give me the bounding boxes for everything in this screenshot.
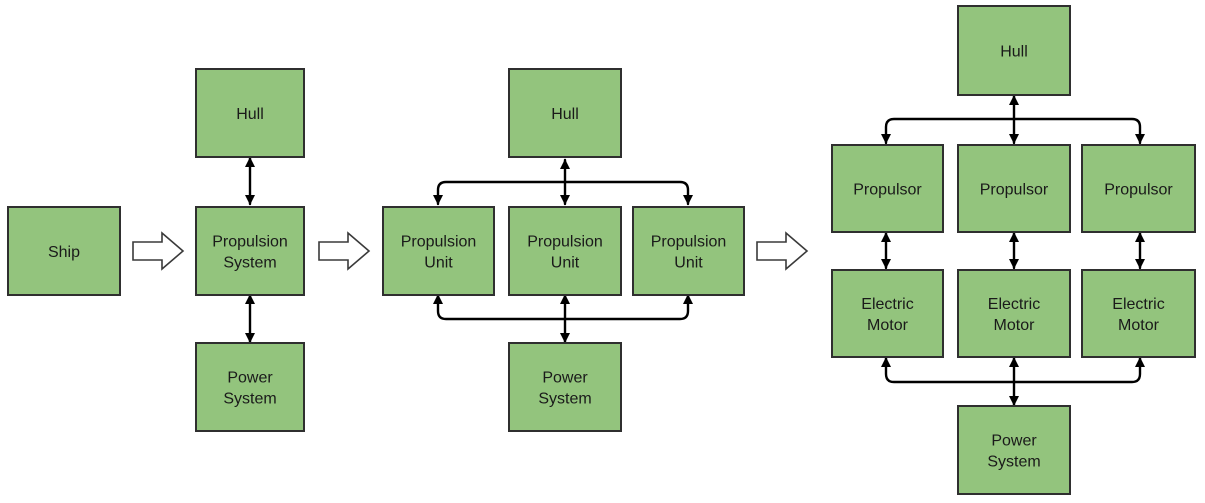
block-rect — [382, 206, 495, 296]
block-label-line: Unit — [674, 255, 703, 272]
block-rect — [632, 206, 745, 296]
block-label-line: Motor — [867, 317, 909, 334]
block-label-line: Propulsion — [401, 234, 477, 251]
block-label-line: Motor — [1118, 317, 1160, 334]
block-rect — [957, 405, 1071, 495]
stage-transition-arrow-1 — [132, 231, 185, 271]
block-label-line: Hull — [1000, 44, 1028, 61]
block-label-line: Unit — [551, 255, 580, 272]
block-label-line: System — [223, 255, 276, 272]
connectors — [244, 94, 1146, 407]
block-rect — [831, 144, 944, 233]
block-rect — [195, 342, 305, 432]
block-label-line: Propulsor — [1104, 182, 1173, 199]
stage-transition-arrow-2 — [318, 231, 371, 271]
block-s4-propulsor-2: Propulsor — [957, 144, 1071, 233]
block-s3-hull: Hull — [508, 68, 622, 158]
block-rect — [508, 206, 622, 296]
block-label-line: Propulsion — [651, 234, 727, 251]
block-label-line: Unit — [424, 255, 453, 272]
block-rect — [957, 5, 1071, 96]
block-s1-ship: Ship — [7, 206, 121, 296]
stage-transitions — [132, 231, 809, 271]
block-label-line: Electric — [988, 296, 1040, 313]
block-s2-hull: Hull — [195, 68, 305, 158]
block-rect — [7, 206, 121, 296]
block-rect — [831, 269, 944, 358]
block-label-line: Propulsor — [980, 182, 1049, 199]
block-label-line: System — [987, 454, 1040, 471]
block-label-line: Hull — [236, 106, 264, 123]
block-rect — [1081, 144, 1196, 233]
block-rect — [957, 269, 1071, 358]
stage-transition-arrow-3 — [756, 231, 809, 271]
block-label-line: Ship — [48, 244, 80, 261]
bus-s3-hull-units — [432, 180, 694, 206]
block-rect — [195, 68, 305, 158]
block-label-line: Hull — [551, 106, 579, 123]
block-s4-hull: Hull — [957, 5, 1071, 96]
block-rect — [508, 342, 622, 432]
block-label-line: Electric — [1112, 296, 1164, 313]
block-label-line: Power — [542, 370, 588, 387]
block-label-line: Power — [227, 370, 273, 387]
blocks: ShipHullPropulsionSystemPowerSystemHullP… — [7, 5, 1196, 495]
block-s4-propulsor-1: Propulsor — [831, 144, 944, 233]
block-rect — [1081, 269, 1196, 358]
block-label-line: Motor — [994, 317, 1036, 334]
block-label-line: System — [538, 391, 591, 408]
block-rect — [957, 144, 1071, 233]
block-s4-propulsor-3: Propulsor — [1081, 144, 1196, 233]
block-label-line: Propulsion — [527, 234, 603, 251]
block-label-line: Propulsor — [853, 182, 922, 199]
block-label-line: Electric — [861, 296, 913, 313]
block-label-line: Propulsion — [212, 234, 288, 251]
block-rect — [508, 68, 622, 158]
block-rect — [195, 206, 305, 296]
bus-s3-power-units — [432, 293, 694, 321]
block-label-line: Power — [991, 433, 1037, 450]
block-label-line: System — [223, 391, 276, 408]
